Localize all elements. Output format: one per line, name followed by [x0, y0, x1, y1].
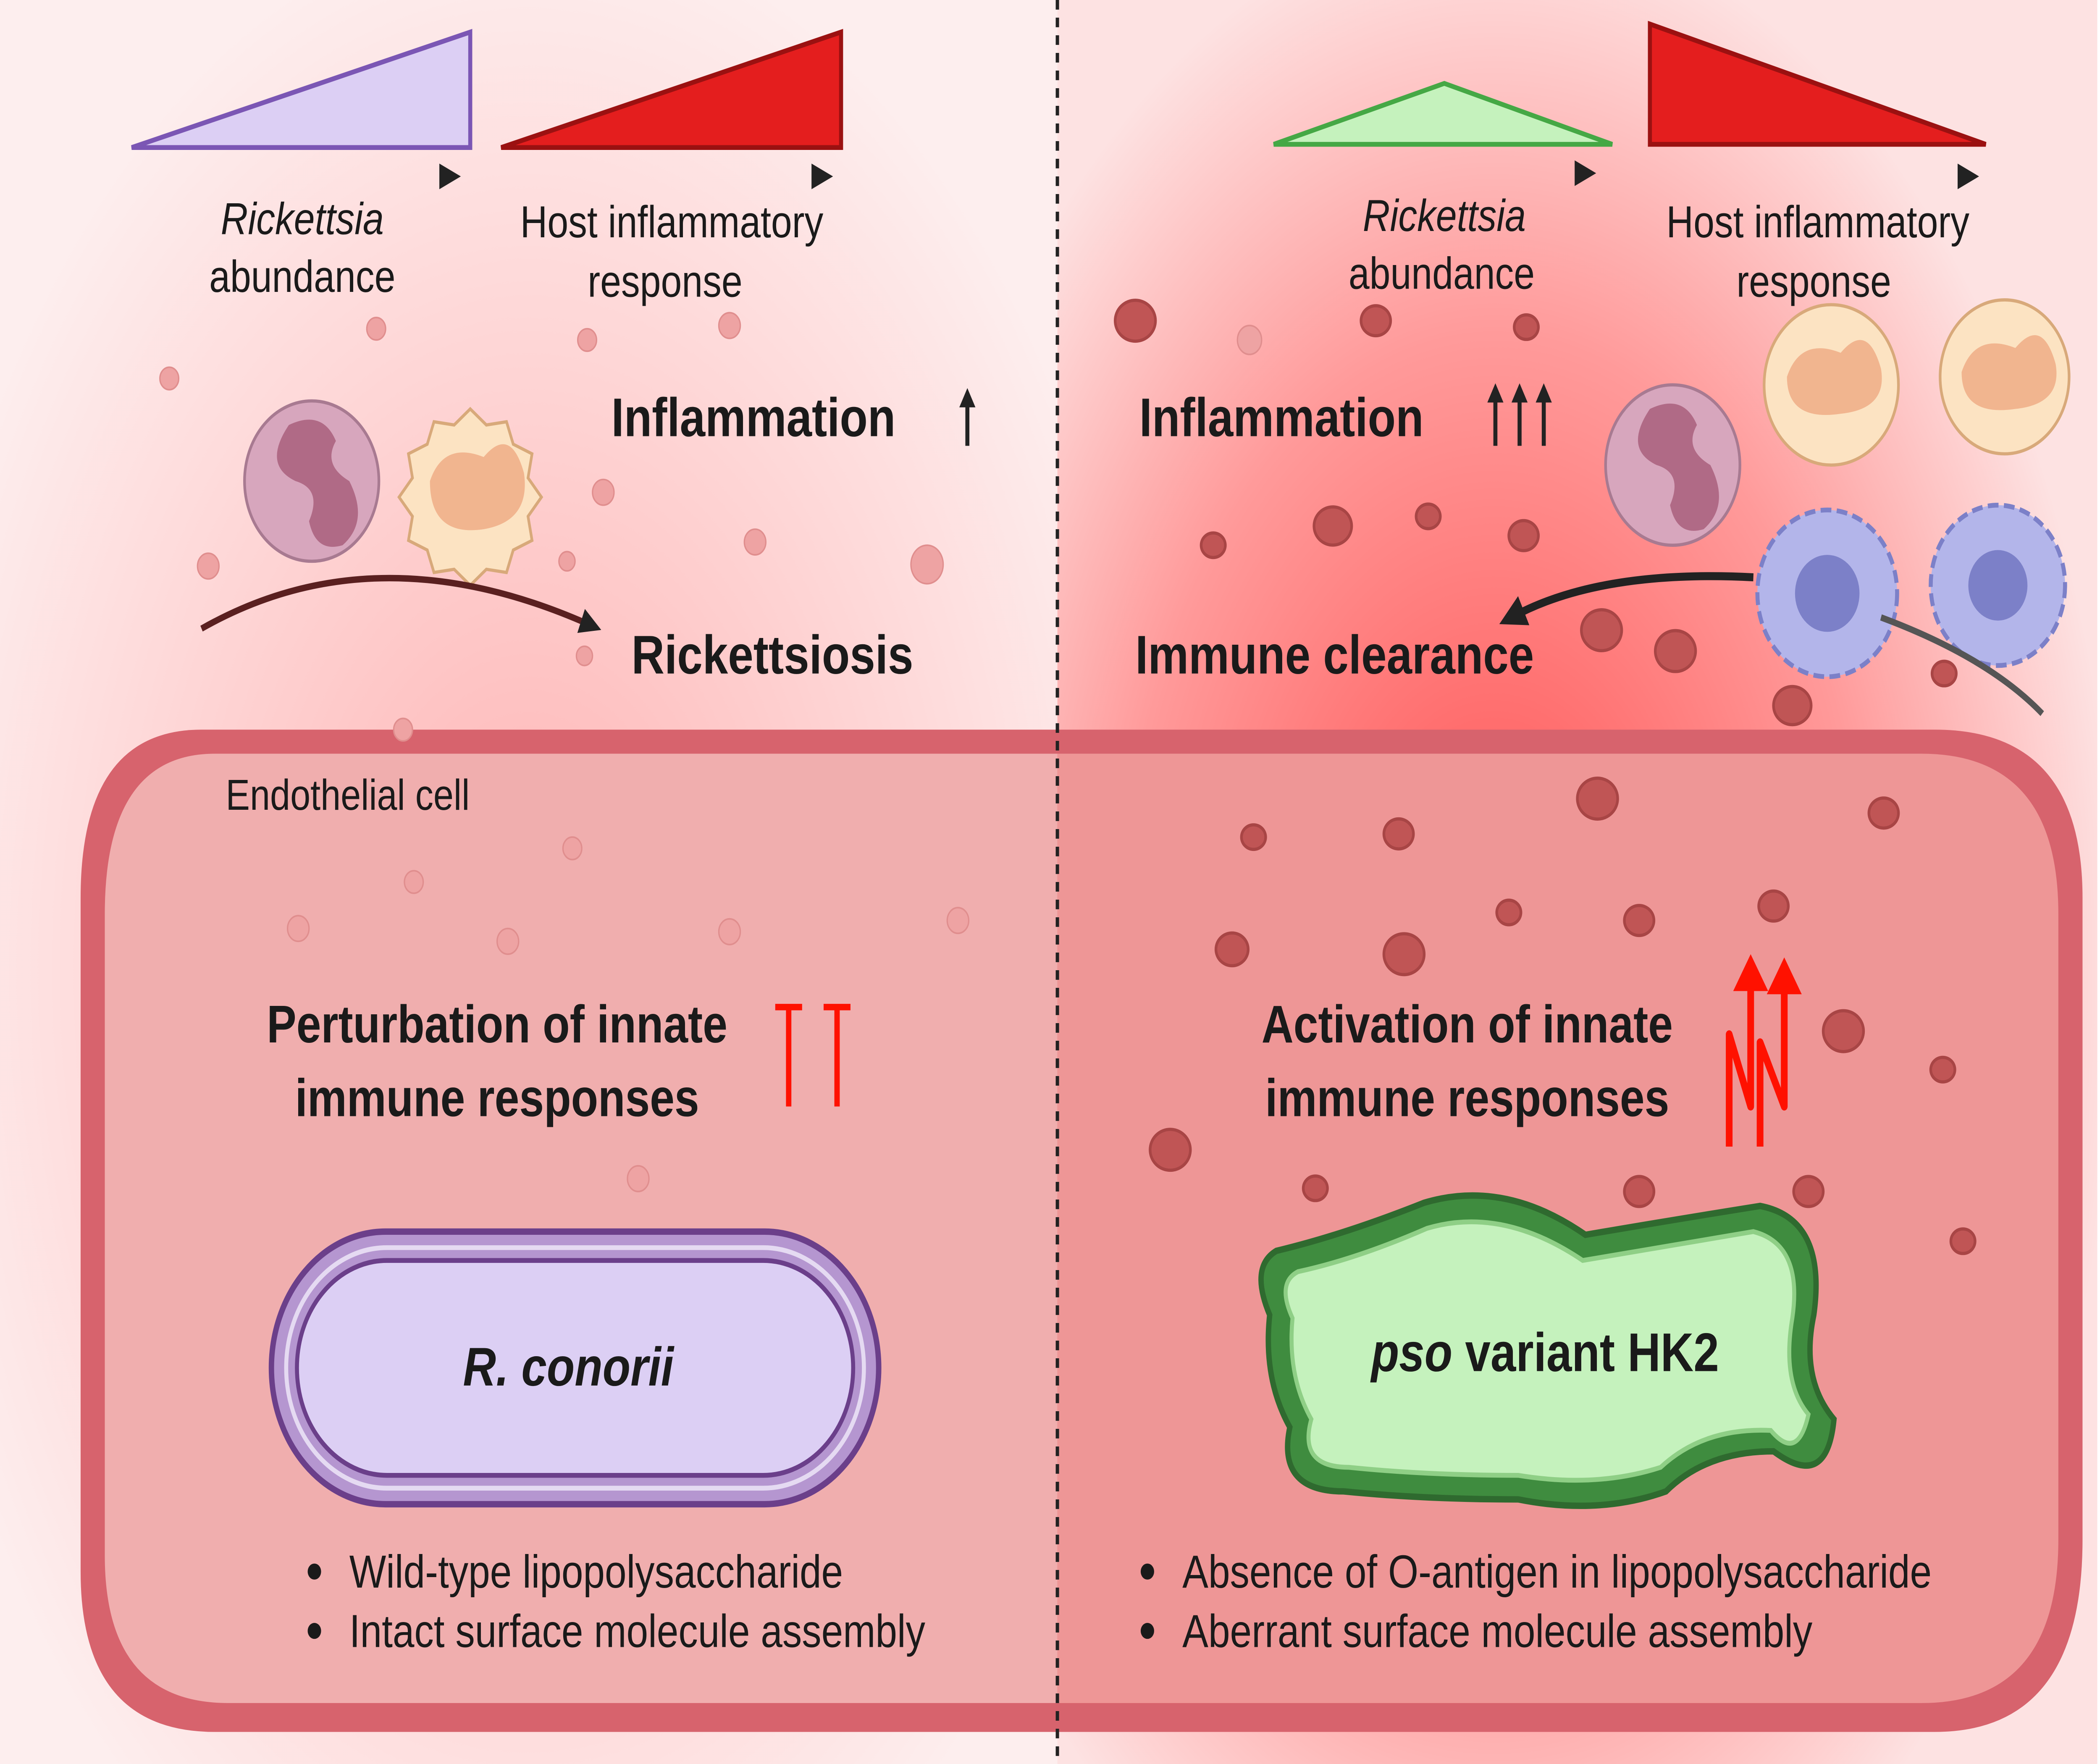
red-blood-cell-icon: [1149, 1128, 1192, 1172]
cell-label: Endothelial cell: [226, 771, 470, 819]
bullet-item: Absence of O-antigen in lipopolysacchari…: [1182, 1546, 1932, 1598]
bacterium-label-rest: variant HK2: [1452, 1323, 1719, 1383]
red-blood-cell-icon: [1495, 898, 1522, 927]
red-blood-cell-icon: [1240, 823, 1267, 851]
inflammatory-label-1: Host inflammatory: [1666, 197, 1969, 247]
inflammatory-triangle-right: [1648, 21, 1987, 147]
response-label-right-1: Activation of innate: [1262, 995, 1673, 1054]
red-blood-cell-icon: [718, 312, 741, 339]
response-label-left-2: immune responses: [295, 1068, 699, 1128]
bacterium-label-left: R. conorii: [463, 1337, 675, 1397]
outcome-label-right: Immune clearance: [1135, 625, 1534, 685]
red-blood-cell-icon: [1757, 889, 1790, 923]
bacterium-label-italic: pso: [1370, 1323, 1452, 1383]
red-blood-cell-icon: [1623, 1175, 1656, 1208]
bullet-item: Aberrant surface molecule assembly: [1182, 1605, 1812, 1657]
inhibition-icon: [775, 1004, 850, 1107]
red-blood-cell-icon: [575, 645, 593, 667]
response-label-left-1: Perturbation of innate: [267, 995, 727, 1054]
red-blood-cell-icon: [1200, 531, 1227, 559]
bullet: [307, 1563, 321, 1580]
red-blood-cell-icon: [1623, 904, 1656, 937]
red-blood-cell-icon: [1513, 313, 1540, 341]
red-blood-cell-icon: [366, 317, 386, 341]
red-blood-cell-icon: [1415, 502, 1442, 530]
red-blood-cell-icon: [1580, 608, 1623, 653]
dendritic-cell-icon: [1929, 503, 2067, 668]
activation-arrow-icon: [1726, 954, 1802, 1147]
red-blood-cell-icon: [1930, 659, 1958, 688]
red-blood-cell-icon: [1507, 519, 1540, 552]
red-blood-cell-icon: [496, 927, 520, 955]
inflammation-label-left: Inflammation: [612, 388, 896, 448]
inflammatory-label-2: response: [1736, 256, 1891, 306]
neutrophil-icon: [243, 399, 381, 563]
abundance-triangle-left: [131, 29, 472, 150]
red-blood-cells: [159, 299, 1977, 1255]
red-blood-cell-icon: [1949, 1227, 1977, 1255]
red-blood-cell-icon: [1822, 1009, 1865, 1053]
neutrophil-icon: [1604, 383, 1741, 547]
red-blood-cell-icon: [946, 907, 970, 934]
red-blood-cell-icon: [404, 870, 424, 894]
pso-variant-bacterium-icon: [1258, 1192, 1837, 1509]
red-blood-cell-icon: [1867, 796, 1900, 830]
response-label-right-2: immune responses: [1265, 1068, 1669, 1128]
inflammatory-label-2: response: [588, 256, 742, 306]
red-blood-cell-icon: [1382, 817, 1415, 850]
bullet: [1140, 1623, 1154, 1639]
inflammation-label-right: Inflammation: [1139, 388, 1424, 448]
red-blood-cell-icon: [1312, 505, 1353, 547]
red-blood-cell-icon: [1360, 304, 1392, 338]
red-blood-cell-icon: [1302, 1174, 1329, 1202]
red-blood-cell-icon: [577, 328, 597, 352]
immune-clearance-arrow: [1499, 572, 1754, 625]
red-blood-cell-icon: [1214, 931, 1250, 968]
cell-trail: [1880, 614, 2044, 716]
inflammatory-triangle-left: [500, 29, 843, 150]
abundance-label-italic: Rickettsia: [221, 194, 384, 244]
red-blood-cell-icon: [558, 551, 576, 572]
wild-type-bacterium-icon: [268, 1228, 882, 1508]
triple-up-arrow-icon: [1487, 383, 1552, 446]
outcome-label-left: Rickettsiosis: [632, 625, 914, 685]
red-blood-cell-icon: [1654, 629, 1697, 673]
red-blood-cell-icon: [159, 366, 180, 391]
red-blood-cell-icon: [1382, 932, 1426, 976]
macrophage-icon: [1763, 303, 1900, 467]
red-blood-cell-icon: [743, 528, 767, 556]
macrophage-icon: [1939, 298, 2071, 456]
abundance-triangle-right: [1273, 81, 1613, 147]
dendritic-cell-icon: [1755, 507, 1899, 679]
red-blood-cell-icon: [718, 918, 741, 945]
abundance-label-italic: Rickettsia: [1363, 190, 1526, 240]
bullet: [307, 1623, 321, 1639]
red-blood-cell-icon: [562, 836, 583, 861]
red-blood-cell-icon: [1236, 325, 1263, 355]
abundance-label: abundance: [209, 251, 395, 301]
red-blood-cell-icon: [910, 544, 944, 585]
red-blood-cell-icon: [627, 1165, 650, 1192]
abundance-label: abundance: [1349, 248, 1535, 298]
rickettsiosis-arrow: [200, 575, 601, 633]
red-blood-cell-icon: [592, 478, 615, 506]
red-blood-cell-icon: [286, 915, 310, 942]
red-blood-cell-icon: [197, 552, 220, 580]
bullet-item: Intact surface molecule assembly: [349, 1605, 925, 1657]
red-blood-cell-icon: [1113, 299, 1157, 343]
bullet-item: Wild-type lipopolysaccharide: [349, 1546, 843, 1598]
red-blood-cell-icon: [393, 717, 413, 742]
bullet: [1140, 1563, 1154, 1580]
red-blood-cell-icon: [1929, 1055, 1956, 1084]
red-blood-cell-icon: [1792, 1175, 1825, 1208]
inflammatory-label-1: Host inflammatory: [520, 197, 824, 247]
bacterium-label-right: pso variant HK2: [1370, 1323, 1719, 1383]
red-blood-cell-icon: [1576, 776, 1619, 821]
red-blood-cell-icon: [1772, 685, 1813, 727]
